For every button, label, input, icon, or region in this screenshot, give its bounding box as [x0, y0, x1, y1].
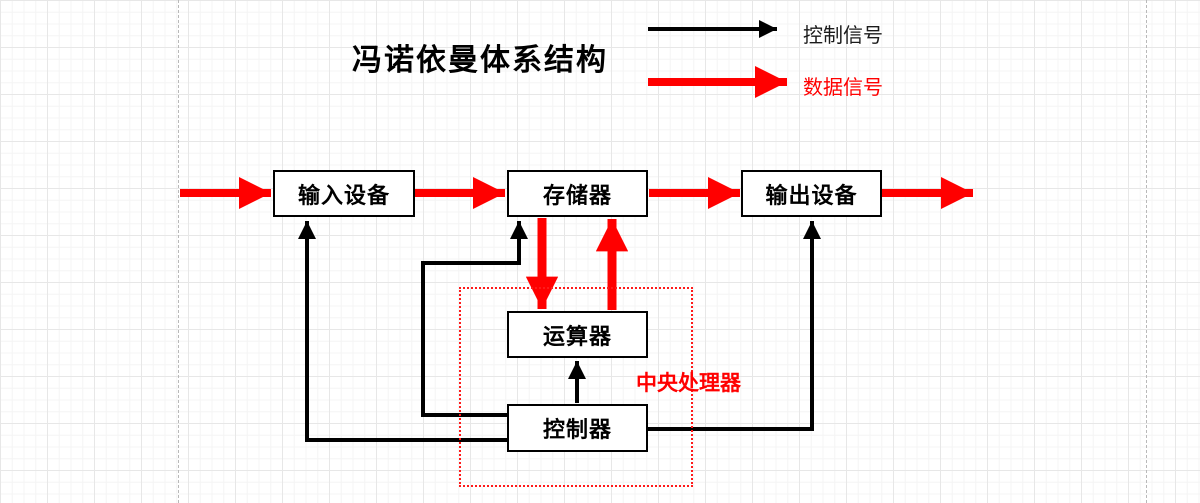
node-memory: 存储器 [507, 170, 648, 217]
control-arrow-cu-to-input [298, 221, 507, 442]
control-arrow-cu-to-output [648, 221, 821, 431]
node-input-device: 输入设备 [273, 170, 415, 217]
cpu-group-frame [459, 287, 693, 487]
node-alu: 运算器 [507, 311, 648, 358]
legend-label-data-signal: 数据信号 [803, 77, 883, 99]
control-arrow-cu-to-memory [421, 221, 528, 417]
node-input-device-label: 输入设备 [297, 182, 390, 208]
node-control-unit: 控制器 [507, 404, 648, 452]
node-alu-label: 运算器 [542, 323, 612, 349]
legend-label-control-signal: 控制信号 [803, 25, 883, 47]
diagram-title: 冯诺依曼体系结构 [352, 44, 608, 77]
node-memory-label: 存储器 [542, 182, 612, 208]
node-control-unit-label: 控制器 [542, 417, 612, 442]
node-output-device: 输出设备 [741, 170, 882, 217]
page-boundary-line [178, 0, 179, 503]
node-output-device-label: 输出设备 [765, 182, 858, 208]
page-boundary-line [1146, 0, 1147, 503]
cpu-group-label: 中央处理器 [636, 372, 741, 395]
